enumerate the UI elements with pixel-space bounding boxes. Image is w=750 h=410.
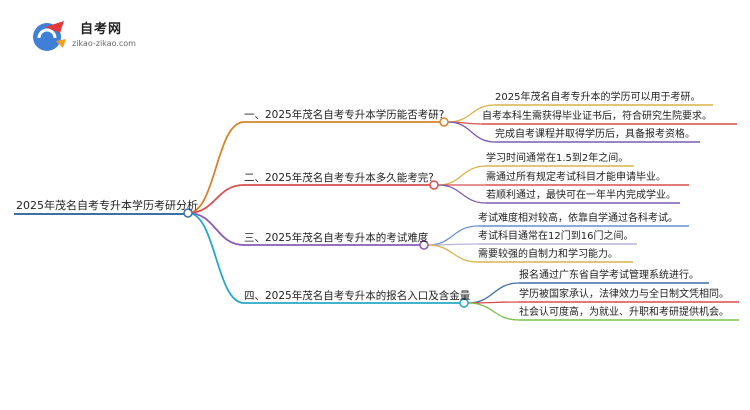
leaf-3-1-connector	[427, 225, 479, 246]
leaf-1-2-label: 自考本科生需获得毕业证书后，符合研究生院要求。	[482, 111, 712, 122]
leaf-2-1-connector	[437, 165, 487, 186]
branch-1-knot	[439, 117, 449, 127]
leaf-3-1-label: 考试难度相对较高，依靠自学通过各科考试。	[478, 213, 678, 224]
leaf-2-1-label: 学习时间通常在1.5到2年之间。	[486, 153, 629, 164]
leaf-4-1-connector	[467, 282, 520, 304]
leaf-2-3-connector	[437, 184, 487, 204]
branch-1-connector	[187, 121, 245, 214]
branch-3-connector	[187, 212, 245, 246]
leaf-2-3-label: 若顺利通过，最快可在一年半内完成学业。	[486, 190, 676, 201]
branch-2-connector	[187, 184, 245, 214]
branch-2-label: 二、2025年茂名自考专升本多久能考完?	[244, 172, 434, 184]
branch-1-label: 一、2025年茂名自考专升本学历能否考研?	[244, 109, 445, 121]
leaf-3-2-label: 考试科目通常在12门到16门之间。	[478, 231, 634, 242]
root-node-label: 2025年茂名自考专升本学历考研分析	[16, 199, 198, 212]
branch-2-knot	[429, 180, 439, 190]
leaf-1-3-label: 完成自考课程并取得学历后，具备报考资格。	[495, 129, 695, 140]
branch-3-knot	[419, 240, 429, 250]
branch-4-label: 四、2025年茂名自考专升本的报名入口及含金量	[244, 290, 471, 302]
logo-title: 自考网	[80, 22, 123, 37]
leaf-4-1-label: 报名通过广东省自学考试管理系统进行。	[519, 270, 699, 281]
graduation-cap-icon	[33, 21, 66, 51]
leaf-4-2-label: 学历被国家承认，法律效力与全日制文凭相同。	[519, 289, 729, 300]
leaf-1-3-connector	[447, 121, 496, 143]
branch-4-connector	[187, 212, 245, 304]
leaf-4-3-label: 社会认可度高，为就业、升职和考研提供机会。	[519, 307, 729, 318]
branch-4-knot	[459, 298, 469, 308]
branch-3-label: 三、2025年茂名自考专升本的考试难度	[244, 232, 429, 244]
leaf-2-2-label: 需通过所有规定考试科目才能申请毕业。	[486, 172, 666, 183]
leaf-3-3-label: 需要较强的自制力和学习能力。	[478, 249, 618, 260]
leaf-3-3-connector	[427, 244, 479, 263]
logo-subtitle: zikao-zikao.com	[72, 39, 136, 48]
leaf-4-3-connector	[467, 302, 520, 321]
root-knot	[183, 208, 193, 218]
leaf-1-1-label: 2025年茂名自考专升本的学历可以用于考研。	[495, 92, 701, 103]
site-logo[interactable]: 自考网 zikao-zikao.com	[30, 17, 180, 59]
